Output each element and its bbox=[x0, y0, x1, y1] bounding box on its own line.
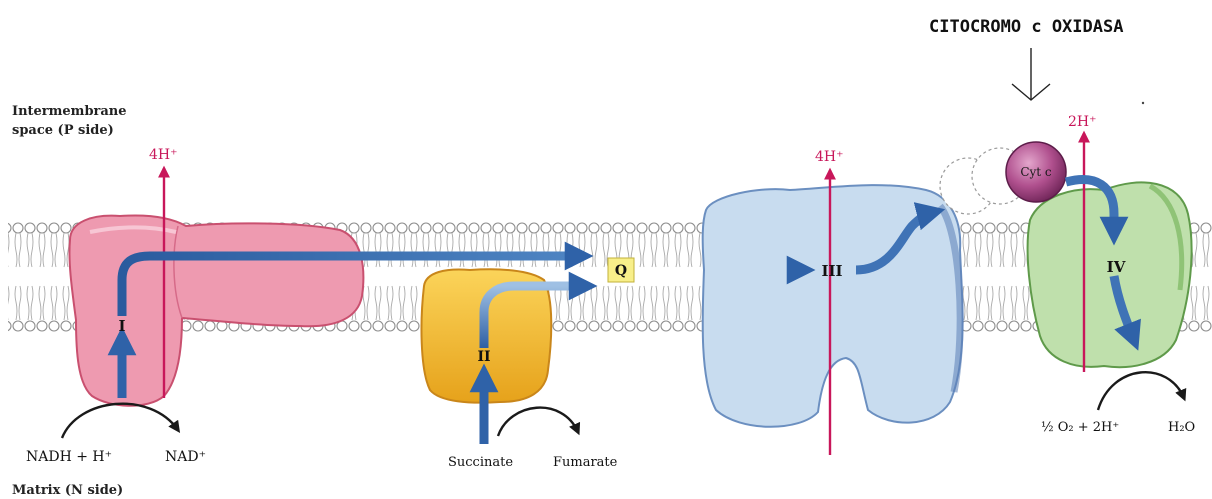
complex-i bbox=[69, 215, 363, 405]
complex-i-label: I bbox=[118, 317, 125, 335]
stray-dot bbox=[1142, 102, 1144, 104]
p-side-label-line2: space (P side) bbox=[12, 123, 114, 138]
down-arrow-icon bbox=[1012, 48, 1050, 100]
complex-iv-label: IV bbox=[1107, 258, 1126, 276]
oxygen-label: ½ O₂ + 2H⁺ bbox=[1041, 420, 1119, 435]
nad-label: NAD⁺ bbox=[165, 449, 206, 465]
nadh-label: NADH + H⁺ bbox=[26, 449, 112, 465]
cytochrome-c-label: Cyt c bbox=[1020, 165, 1052, 179]
succinate-label: Succinate bbox=[448, 455, 513, 470]
annotation-title: CITOCROMO c OXIDASA bbox=[929, 17, 1123, 37]
ubiquinone-label: Q bbox=[615, 263, 627, 279]
water-label: H₂O bbox=[1168, 420, 1195, 435]
fumarate-label: Fumarate bbox=[553, 455, 618, 470]
succinate-reaction-arc bbox=[498, 408, 578, 436]
complex-ii-label: II bbox=[477, 349, 490, 365]
proton-label-complex-iii: 4H⁺ bbox=[815, 149, 844, 165]
n-side-label: Matrix (N side) bbox=[12, 483, 123, 498]
proton-label-complex-i: 4H⁺ bbox=[149, 147, 178, 163]
nadh-reaction-arc bbox=[62, 404, 178, 438]
p-side-label-line1: Intermembrane bbox=[12, 104, 127, 119]
proton-label-complex-iv: 2H⁺ bbox=[1068, 114, 1097, 130]
complex-iii-label: III bbox=[821, 262, 842, 280]
oxygen-reaction-arc bbox=[1098, 372, 1184, 410]
